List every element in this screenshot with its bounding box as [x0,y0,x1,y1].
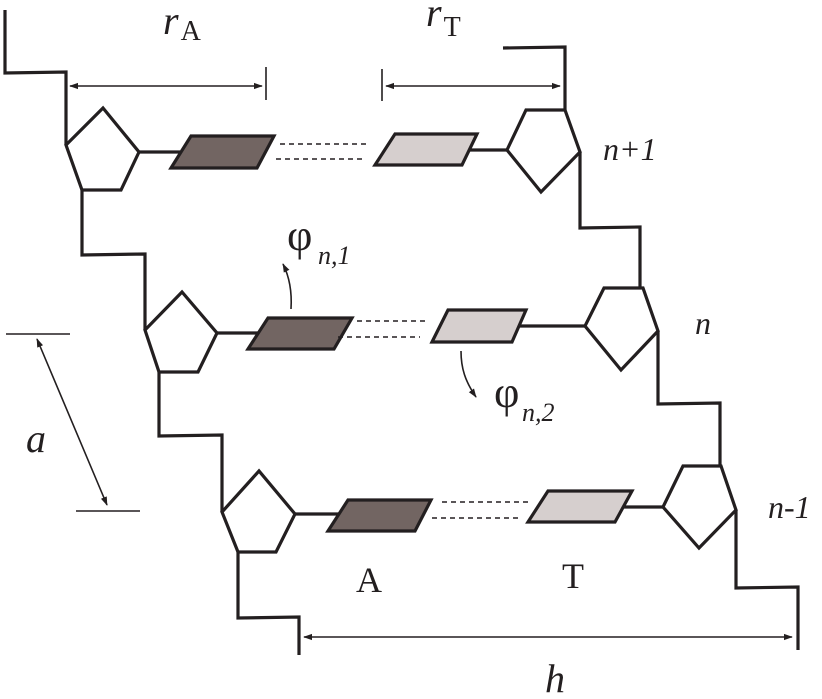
sugar-ring-right [505,108,582,195]
right-backbone-strand [502,45,800,650]
sugar-ring-left [220,468,297,554]
base-pair-n-plus-1 [64,105,582,195]
r-A-dimension [69,67,267,100]
base-A-label: A [356,560,382,600]
phi-n2-rotation-arrow [460,350,477,398]
a-dimension [6,333,140,512]
r-A-label: rA [163,0,202,47]
sugar-ring-right [583,286,660,373]
a-label: a [26,416,46,461]
adenine-base [168,134,277,170]
sugar-ring-left [143,289,219,374]
thymine-base [525,489,635,524]
adenine-base [325,498,434,533]
thymine-base [429,308,529,344]
r-T-label: rT [426,0,461,43]
sugar-ring-right [661,464,738,551]
phi-n2-subscript: n,2 [522,398,555,427]
phi-n2-label: φ [494,368,519,417]
r-T-dimension [381,69,561,101]
thymine-base [372,132,480,167]
phi-n1-label: φ [287,211,312,260]
base-pair-n-minus-1 [220,464,738,554]
pair-index-n-plus-1: n+1 [603,131,657,167]
phi-n1-rotation-arrow [282,263,293,310]
sugar-ring-left [64,105,141,192]
base-pair-n [143,263,660,398]
base-T-label: T [562,556,584,596]
pair-index-n: n [695,305,711,341]
pair-index-n-minus-1: n-1 [768,489,811,525]
h-label: h [545,656,565,699]
left-backbone-strand [3,10,301,655]
phi-n1-subscript: n,1 [318,241,351,270]
adenine-base [245,316,355,351]
